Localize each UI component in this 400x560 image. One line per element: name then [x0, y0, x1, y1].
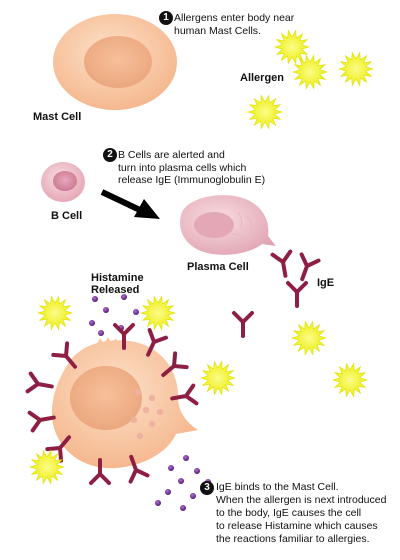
step-2-badge: 2	[103, 148, 117, 162]
step-1-text: Allergens enter body near human Mast Cel…	[174, 12, 294, 37]
ige-label: IgE	[317, 277, 335, 289]
step-3-line: to the body, IgE causes the cell	[216, 507, 362, 519]
step-3-line: IgE binds to the Mast Cell.	[216, 481, 339, 493]
ige-antibodies-bound	[25, 323, 199, 485]
b-cell	[41, 162, 85, 202]
mast-cell-top	[53, 14, 177, 110]
allergen-particle	[290, 320, 328, 356]
histamine-released-label: Histamine Released	[91, 272, 144, 296]
step-1-line: human Mast Cells.	[174, 24, 261, 37]
histamine-label-line: Released	[91, 284, 140, 296]
allergen-particle	[139, 295, 177, 331]
allergen-particle	[337, 51, 375, 87]
step-2-line: B Cells are alerted and	[118, 149, 225, 161]
plasma-cell-label: Plasma Cell	[187, 261, 249, 273]
allergen-particle	[291, 54, 329, 90]
plasma-cell	[180, 195, 276, 255]
step-3-badge: 3	[200, 481, 214, 495]
ige-antibodies-free	[232, 249, 321, 338]
step-1-badge: 1	[159, 11, 173, 25]
step-2-text: B Cells are alerted and turn into plasma…	[118, 149, 265, 187]
allergen-particle	[331, 362, 369, 398]
mast-cell-activated	[51, 337, 198, 469]
histamine-label-line: Histamine	[91, 272, 144, 284]
transformation-arrow	[100, 189, 160, 219]
step-3-line: When the allergen is next introduced	[216, 494, 387, 506]
allergen-label: Allergen	[240, 72, 285, 84]
allergen-particle	[273, 29, 311, 65]
step-3-line: the reactions familiar to allergies.	[216, 533, 370, 545]
step-2-line: release IgE (Immunoglobulin E)	[118, 174, 266, 186]
allergen-group-top	[246, 29, 375, 130]
allergen-particle	[246, 94, 284, 130]
allergen-particle	[28, 449, 66, 485]
allergen-group-right	[199, 320, 369, 398]
allergen-particle	[199, 360, 237, 396]
b-cell-label: B Cell	[51, 210, 83, 222]
step-2-line: turn into plasma cells which	[118, 161, 247, 174]
allergen-particle	[36, 295, 74, 331]
step-3-line: to release Histamine which causes	[216, 520, 378, 532]
allergen-group-bound	[28, 295, 177, 485]
step-1-line: Allergens enter body near	[174, 12, 295, 24]
step-3-text: IgE binds to the Mast Cell. When the all…	[216, 481, 386, 546]
mast-cell-label: Mast Cell	[33, 111, 82, 123]
